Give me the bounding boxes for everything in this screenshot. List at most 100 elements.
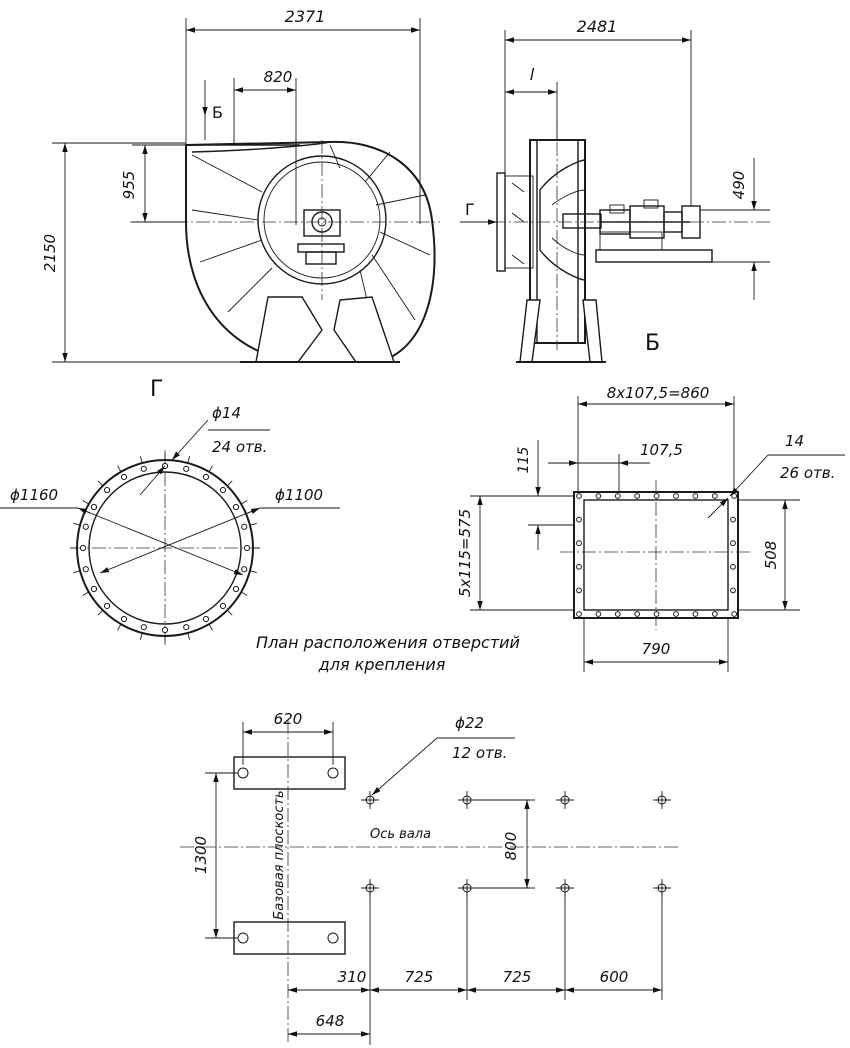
holes-plan-caption: План расположения отверстий для креплени… [256,633,520,674]
flange-hole [692,493,699,499]
holes-count-26: 26 отв. [780,464,835,482]
hole-mark [139,632,143,640]
dim-l: l [530,65,535,84]
flange-hole [730,563,736,570]
flange-hole [730,587,736,594]
hole-mark [117,623,122,631]
dim-14: 14 [785,432,804,450]
flange-hole [232,585,240,593]
flange-hole [576,540,582,547]
flange-hole [232,503,240,511]
flange-hole [731,611,738,617]
flange-hole [183,624,190,631]
hole-mark [187,632,191,640]
dim-310: 310 [338,968,367,986]
flange-hole [576,587,582,594]
flange-hole [576,493,582,499]
flange-hole [634,493,641,499]
flange-hole [653,611,660,617]
section-arrow-g: Г [465,200,475,219]
hole-mark [240,591,248,596]
dim-800: 800 [502,832,520,861]
hole-mark [208,465,213,473]
flange-hole [653,493,660,499]
flange-hole [711,611,718,617]
view-label-g: Г [150,377,163,402]
hole-mark [82,591,90,596]
dim-508: 508 [762,541,780,570]
flange-hole [161,626,169,634]
flange-hole [730,516,736,523]
base-plane-label: Базовая плоскость [272,790,287,919]
flange-hole [140,624,147,631]
dim-600: 600 [600,968,629,986]
flange-hole [219,602,227,610]
view-label-b: Б [645,331,660,356]
rect-flange-view: 8х107,5=860 107,5 115 5х115=575 508 790 … [456,384,845,672]
flange-hole [576,516,582,523]
flange-hole [241,566,248,573]
flange-hole [241,523,248,530]
hole-mark [187,456,191,464]
flange-hole [595,493,602,499]
flange-hole [673,493,679,499]
dim-2150: 2150 [41,234,59,272]
dim-phi14: ϕ14 [212,404,241,422]
flange-hole [731,493,738,499]
caption-line-2: для крепления [318,655,446,674]
foundation-plan: Ось вала Базовая плоскость 620 1300 800 … [180,710,680,1045]
section-arrow-b: Б [212,103,223,122]
flange-hole [730,540,736,547]
dim-2481: 2481 [577,17,618,36]
flange-hole [711,493,718,499]
hole-mark [249,570,257,574]
flange-hole [634,611,641,617]
dim-1300: 1300 [192,836,210,874]
foundation-holes [361,791,671,897]
hole-mark [139,456,143,464]
dim-955: 955 [120,171,138,200]
dim-115: 115 [516,447,532,474]
hole-mark [73,570,81,574]
flange-holes [70,453,260,643]
dim-phi1160: ϕ1160 [10,486,58,504]
hole-mark [208,623,213,631]
dim-648: 648 [316,1012,345,1030]
dim-620: 620 [274,710,303,728]
dim-phi22: ϕ22 [455,714,484,732]
flange-hole [219,486,227,494]
dim-725-a: 725 [405,968,434,986]
hole-mark [97,480,104,487]
flange-hole [576,611,582,617]
caption-line-1: План расположения отверстий [256,633,520,652]
dim-490: 490 [730,171,748,200]
dim-5x115: 5х115=575 [456,509,474,597]
dim-2371: 2371 [285,7,326,26]
flange-hole [183,465,190,472]
flange-hole [103,602,111,610]
flange-hole [202,615,210,623]
flange-hole [614,611,621,617]
dim-820: 820 [264,68,293,86]
front-view [130,140,440,363]
hole-mark [240,500,248,505]
flange-hole [243,544,251,552]
flange-hole [82,523,89,530]
flange-hole [103,486,111,494]
flange-hole [202,473,210,481]
shaft-axis-label: Ось вала [370,827,431,842]
hole-mark [226,609,233,616]
dim-725-b: 725 [503,968,532,986]
flange-hole [614,493,621,499]
flange-hole [692,611,699,617]
flange-hole [90,503,98,511]
rect-flange-holes [576,493,738,617]
side-view [470,120,770,363]
dim-107-5: 107,5 [640,441,683,459]
hole-mark [97,609,104,616]
flange-hole [595,611,602,617]
flange-hole [82,566,89,573]
hole-mark [117,465,122,473]
flange-hole [90,585,98,593]
